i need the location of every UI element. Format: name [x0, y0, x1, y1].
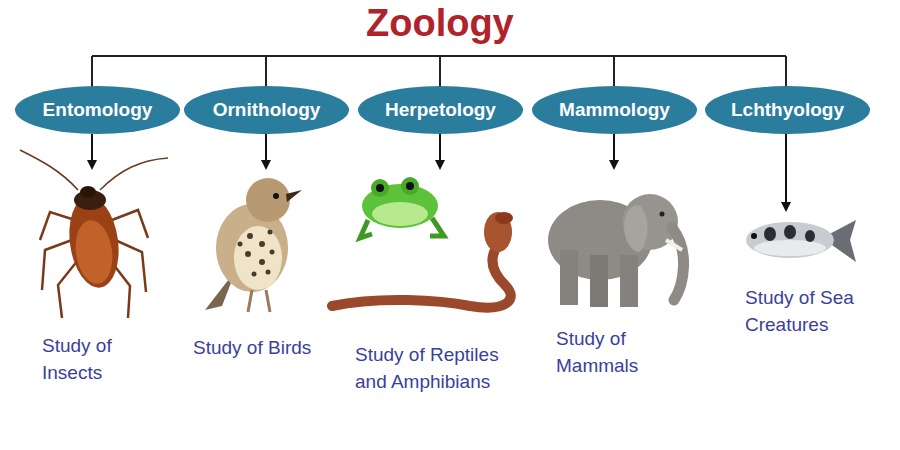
cockroach-picture	[20, 150, 168, 318]
field-name: Ornithology	[213, 99, 321, 121]
field-ellipse: Herpetology	[358, 86, 523, 134]
field-name: Herpetology	[385, 99, 496, 121]
field-ellipse: Entomology	[15, 86, 180, 134]
field-ellipse: Lchthyology	[705, 86, 870, 134]
study-caption: Study of Birds	[193, 335, 343, 362]
study-caption: Study of Mammals	[556, 326, 666, 379]
tree-lines	[92, 56, 786, 88]
study-caption: Study of Reptiles and Amphibians	[355, 342, 535, 395]
snake-picture	[332, 212, 513, 308]
study-caption: Study of Insects	[42, 333, 152, 386]
diagram-title: Zoology	[366, 2, 514, 45]
field-name: Lchthyology	[731, 99, 844, 121]
bird-picture	[205, 178, 302, 312]
field-name: Entomology	[43, 99, 153, 121]
fish-picture	[746, 220, 856, 262]
field-ellipse: Mammology	[532, 86, 697, 134]
study-caption: Study of Sea Creatures	[745, 285, 885, 338]
down-arrows	[92, 134, 786, 210]
field-ellipse: Ornithology	[184, 86, 349, 134]
field-name: Mammology	[559, 99, 670, 121]
elephant-picture	[548, 194, 684, 307]
frog-picture	[360, 177, 444, 238]
